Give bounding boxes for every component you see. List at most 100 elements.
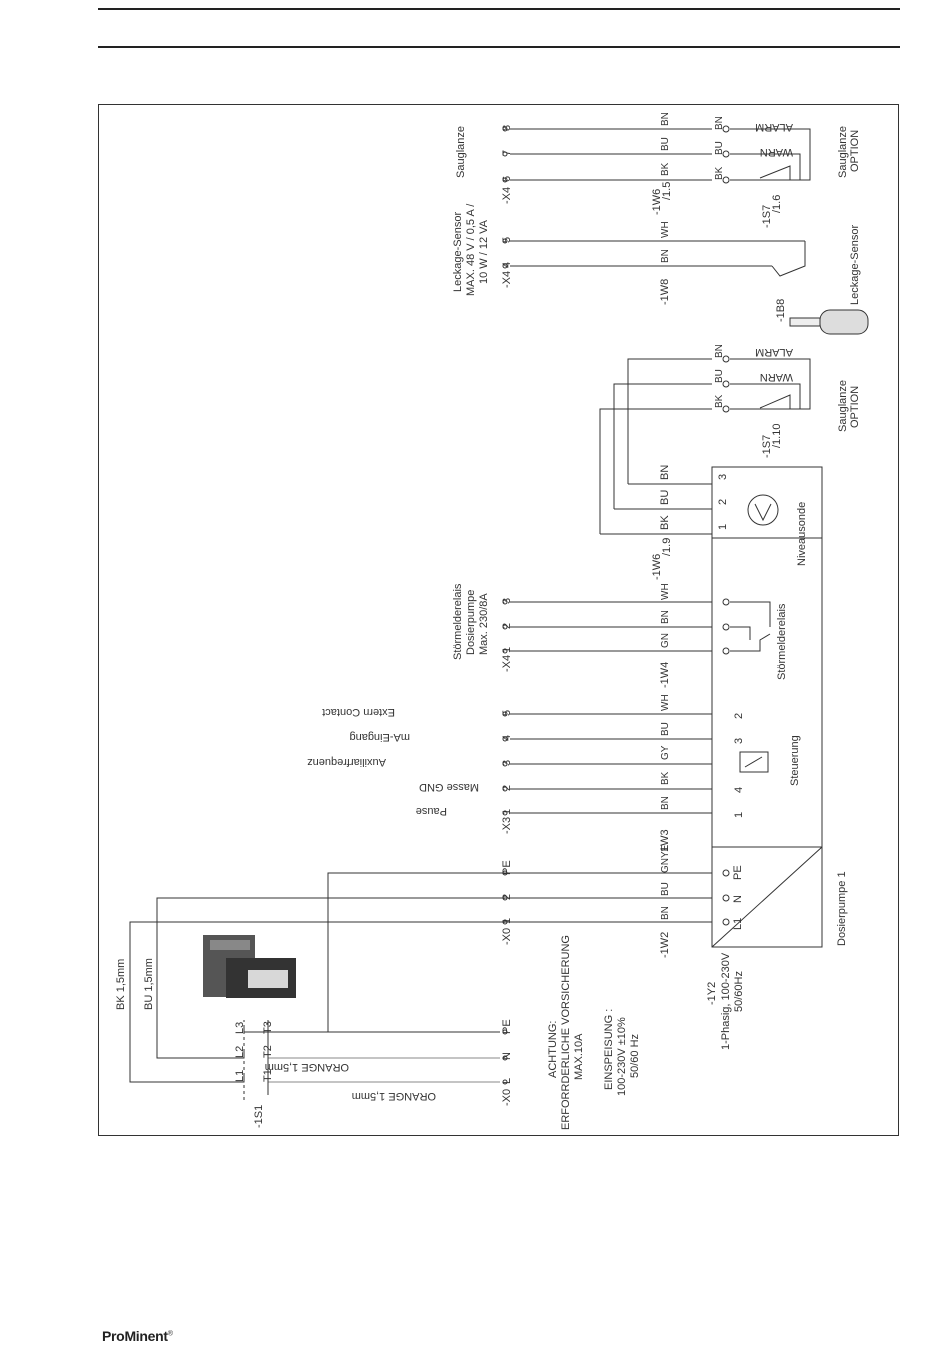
lance1-cable-ref: /1.5 xyxy=(661,182,673,200)
switch-label: -1S1 xyxy=(253,1105,265,1128)
lance1-wire-bu: BU xyxy=(660,137,671,151)
lance1-wire-bk: BK xyxy=(660,162,671,176)
lance2-warn: WARN xyxy=(760,371,793,383)
switch-pin-l3: L3 xyxy=(234,1022,246,1034)
switch-pin-t1: T1 xyxy=(262,1069,274,1082)
lance1-ref2: /1.6 xyxy=(771,195,783,213)
fault-cable: -1W4 xyxy=(659,662,671,688)
leak-wire-wh: WH xyxy=(660,221,671,238)
x0-pump-label: -X0 xyxy=(501,928,513,945)
lance1-x4-term-6: 6 xyxy=(501,176,513,182)
level-cable: -1W6 xyxy=(651,554,663,580)
x0-pump-term-1: 1 xyxy=(501,918,513,924)
lance1-name2: OPTION xyxy=(849,130,861,172)
func-pause: Pause xyxy=(416,805,447,817)
lance1-title: Sauglanze xyxy=(455,126,467,178)
x0-left-term-pe: PE xyxy=(501,1019,513,1034)
fault-title1: Störmelderelais xyxy=(452,583,464,660)
lance1-ref: -1S7 xyxy=(761,205,773,228)
orange-wire-2: ORANGE 1,5mm xyxy=(352,1090,436,1102)
level-wire-bu: BU xyxy=(659,490,671,505)
leak-title3: 10 W / 12 VA xyxy=(478,219,490,284)
prominent-logo: ProMinent® xyxy=(102,1328,173,1344)
level-pin-1: 1 xyxy=(717,524,729,530)
pump-wire-gnye: GNYE xyxy=(660,844,671,873)
pump-pin-l1: L1 xyxy=(732,918,744,930)
x0-left-term-l: L xyxy=(501,1078,513,1084)
fault-title3: Max. 230/8A xyxy=(478,593,490,655)
header-rule-top xyxy=(98,8,900,10)
lance2-name1: Sauglanze xyxy=(837,380,849,432)
control-pin-3: 3 xyxy=(733,738,745,744)
supply-line1: 100-230V ±10% xyxy=(616,1017,628,1096)
func-ma-eingang: mA-Eingang xyxy=(349,731,410,743)
warning-title: ACHTUNG: xyxy=(547,1021,559,1078)
control-wire-bk: BK xyxy=(660,771,671,785)
level-pin-3: 3 xyxy=(717,474,729,480)
pump-pin-pe: PE xyxy=(732,865,744,880)
leak-x4-label: -X4 xyxy=(501,271,513,288)
drawing-frame xyxy=(98,104,899,1136)
leak-wire-bn: BN xyxy=(660,249,671,263)
leak-title2: MAX. 48 V / 0,5 A / xyxy=(465,203,477,296)
lance1-x4-term-8: 8 xyxy=(501,125,513,131)
x0-pump-term-2: 2 xyxy=(501,894,513,900)
func-extern-contact: Extern Contact xyxy=(322,706,395,718)
x3-term-3: 3 xyxy=(501,760,513,766)
control-wire-bu: BU xyxy=(660,722,671,736)
switch-pin-l1: L1 xyxy=(234,1070,246,1082)
level-wire-bn: BN xyxy=(659,465,671,480)
control-pin-1: 1 xyxy=(733,812,745,818)
leak-title1: Leckage-Sensor xyxy=(452,212,464,292)
control-pin-2: 2 xyxy=(733,713,745,719)
fault-title2: Dosierpumpe xyxy=(465,590,477,655)
lance1-x4-term-7: 7 xyxy=(501,150,513,156)
level-ref: /1.9 xyxy=(661,538,673,556)
lance2-name2: OPTION xyxy=(849,386,861,428)
level-wire-bk: BK xyxy=(659,515,671,530)
x3-label: -X3 xyxy=(501,817,513,834)
x0-left-term-n: N xyxy=(501,1052,513,1060)
logo-mark: ® xyxy=(167,1330,173,1338)
lance1-warn: WARN xyxy=(760,146,793,158)
lance1-wire-bn: BN xyxy=(660,112,671,126)
lance1-pin-bk: BK xyxy=(714,166,725,180)
pump-cable: -1W2 xyxy=(659,932,671,958)
fault-wire-bn: BN xyxy=(660,610,671,624)
fault-x4-term-1: 1 xyxy=(501,647,513,653)
control-wire-bn: BN xyxy=(660,796,671,810)
lance2-ref2: /1.10 xyxy=(771,424,783,448)
x3-term-2: 2 xyxy=(501,785,513,791)
pump-wire-bu: BU xyxy=(660,882,671,896)
x3-term-4: 4 xyxy=(501,735,513,741)
pump-wire-bn: BN xyxy=(660,906,671,920)
bu-wire-label: BU 1,5mm xyxy=(143,958,155,1010)
header-rule-bottom xyxy=(98,46,900,48)
control-wire-gy: GY xyxy=(660,745,671,760)
control-pin-4: 4 xyxy=(733,787,745,793)
lance2-pin-bu: BU xyxy=(714,369,725,383)
level-name: Niveausonde xyxy=(796,502,808,566)
x3-term-5: 5 xyxy=(501,710,513,716)
pump-id: -1Y2 xyxy=(706,982,718,1005)
pump-spec2: 50/60Hz xyxy=(733,971,745,1012)
leak-x4-term-5: 5 xyxy=(501,237,513,243)
fault-x4-label: -X4 xyxy=(501,655,513,672)
switch-pin-t2: T2 xyxy=(262,1045,274,1058)
bk-wire-label: BK 1,5mm xyxy=(115,959,127,1010)
warning-line2: MAX.10A xyxy=(573,1033,585,1080)
lance2-alarm: ALARM xyxy=(755,346,793,358)
lance1-pin-bn: BN xyxy=(714,116,725,130)
warning-line1: ERFORRDERLICHE VORSICHERUNG xyxy=(560,935,572,1130)
lance1-x4-label: -X4 xyxy=(501,187,513,204)
fault-wire-gn: GN xyxy=(660,633,671,648)
lance1-name: Sauglanze xyxy=(837,126,849,178)
x3-term-1: 1 xyxy=(501,809,513,815)
func-masse-gnd: Masse GND xyxy=(419,781,479,793)
control-wire-wh: WH xyxy=(660,694,671,711)
pump-name: Dosierpumpe 1 xyxy=(836,871,848,946)
lance2-pin-bk: BK xyxy=(714,394,725,408)
switch-pin-l2: L2 xyxy=(234,1046,246,1058)
supply-title: EINSPEISUNG : xyxy=(603,1009,615,1090)
